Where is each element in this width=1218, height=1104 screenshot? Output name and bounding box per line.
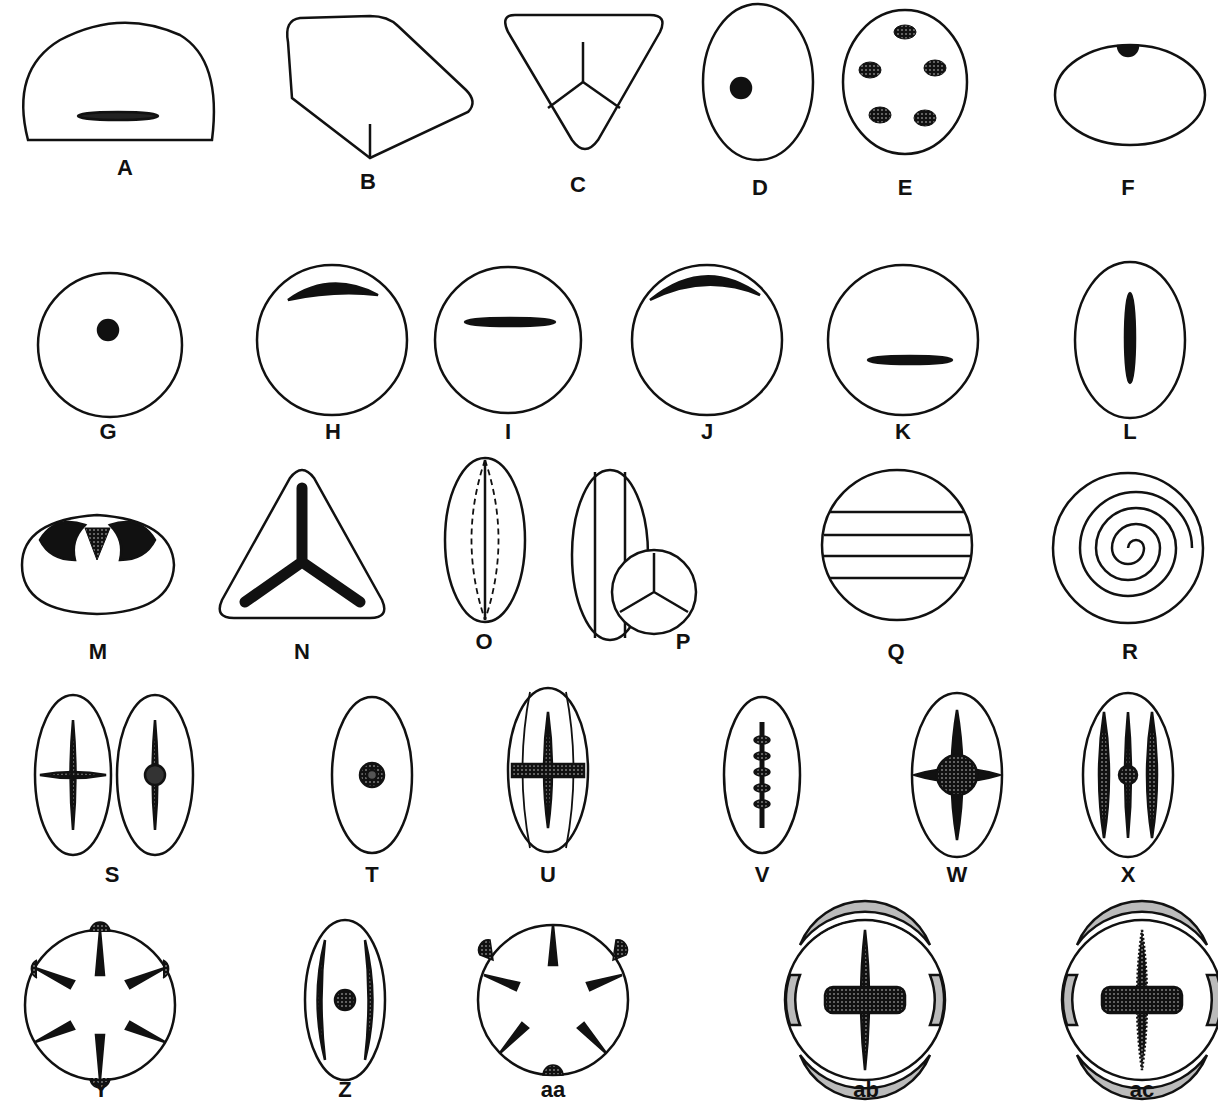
figure-label: ac (1130, 1079, 1154, 1101)
figure-label: L (1123, 421, 1136, 443)
figure-label: D (752, 177, 768, 199)
figure-label: R (1122, 641, 1138, 663)
figure-label: J (701, 421, 713, 443)
figure-label: S (105, 864, 120, 886)
figure-label: aa (541, 1079, 565, 1101)
figure-label: I (505, 421, 511, 443)
figure-label: Z (338, 1079, 351, 1101)
figure-label: O (475, 631, 492, 653)
figure-label: X (1121, 864, 1136, 886)
figure-label: M (89, 641, 107, 663)
figure-label: B (360, 171, 376, 193)
figure-label: N (294, 641, 310, 663)
figure-label: F (1121, 177, 1134, 199)
figure-label: U (540, 864, 556, 886)
figure-label: K (895, 421, 911, 443)
figure-label: G (99, 421, 116, 443)
figure-label: W (947, 864, 968, 886)
figure-label: P (676, 631, 691, 653)
figure-label: C (570, 174, 586, 196)
figure-label: V (755, 864, 770, 886)
figure-label: T (365, 864, 378, 886)
figure-label: Y (94, 1079, 109, 1101)
figure-label: E (898, 177, 913, 199)
figure-label: A (117, 157, 133, 179)
figure-label: ab (853, 1079, 879, 1101)
figure-label: H (325, 421, 341, 443)
figure-label: Q (887, 641, 904, 663)
